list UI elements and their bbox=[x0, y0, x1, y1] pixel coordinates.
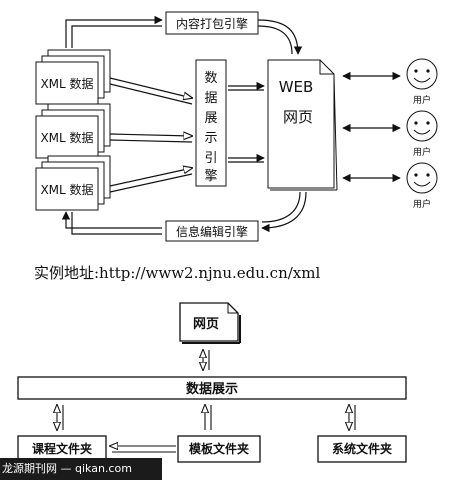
user-2 bbox=[406, 110, 438, 142]
bottom-web-page-label: 网页 bbox=[193, 317, 219, 332]
user-label-2: 用户 bbox=[413, 146, 431, 158]
xml-data-label-2: XML 数据 bbox=[40, 130, 93, 145]
template-to-course-arrow bbox=[110, 446, 176, 453]
web-label: WEB bbox=[279, 78, 314, 96]
template-folder-box bbox=[177, 435, 261, 463]
user-3 bbox=[406, 162, 438, 194]
xml-to-display-arrows bbox=[109, 77, 192, 193]
web-user-arrows bbox=[342, 71, 401, 183]
display-folder-arrows bbox=[57, 405, 356, 430]
info-edit-engine-box bbox=[165, 220, 259, 242]
user-label-3: 用户 bbox=[413, 198, 431, 210]
packaging-engine-label: 内容打包引擎 bbox=[176, 16, 248, 31]
system-folder-box bbox=[317, 435, 407, 463]
data-display-label: 数据展示 bbox=[186, 381, 238, 397]
watermark: 龙源期刊网 — qikan.com bbox=[0, 458, 162, 480]
course-folder-label: 课程文件夹 bbox=[32, 441, 92, 456]
xml-to-packaging-arrow bbox=[65, 15, 163, 48]
web-display-arrow bbox=[203, 350, 210, 370]
packaging-engine-box bbox=[165, 11, 259, 35]
edit-to-xml-arrow bbox=[61, 211, 162, 235]
user-1 bbox=[406, 58, 438, 90]
bottom-web-page-doc bbox=[179, 302, 241, 344]
data-display-bar bbox=[17, 376, 407, 400]
web-page-doc bbox=[267, 59, 338, 191]
display-engine-box bbox=[195, 59, 227, 187]
xml-data-stack-1: XML 数据 bbox=[35, 49, 111, 105]
web-to-edit-arrow bbox=[261, 191, 307, 233]
user-label-1: 用户 bbox=[413, 94, 431, 106]
xml-data-label-1: XML 数据 bbox=[40, 76, 93, 91]
svg-text:擎: 擎 bbox=[204, 169, 217, 184]
svg-text:展: 展 bbox=[204, 111, 217, 126]
xml-data-stack-2: XML 数据 bbox=[35, 103, 111, 159]
xml-data-stack-3: XML 数据 bbox=[35, 155, 111, 211]
packaging-to-web-arrow bbox=[257, 19, 303, 55]
info-edit-engine-label: 信息编辑引擎 bbox=[176, 224, 248, 239]
svg-text:数: 数 bbox=[204, 71, 217, 86]
svg-text:示: 示 bbox=[204, 131, 217, 146]
display-engine-label: 数 据 展 示 引 擎 bbox=[204, 71, 217, 184]
display-to-web-arrows bbox=[228, 81, 265, 163]
example-url-caption: 实例地址:http://www2.njnu.edu.cn/xml bbox=[34, 264, 321, 282]
template-folder-label: 模板文件夹 bbox=[189, 441, 249, 456]
svg-text:据: 据 bbox=[204, 91, 217, 106]
system-folder-label: 系统文件夹 bbox=[332, 441, 392, 456]
course-folder-box bbox=[17, 435, 107, 463]
xml-data-label-3: XML 数据 bbox=[40, 182, 93, 197]
web-page-label: 网页 bbox=[283, 108, 313, 126]
svg-text:引: 引 bbox=[204, 151, 217, 166]
